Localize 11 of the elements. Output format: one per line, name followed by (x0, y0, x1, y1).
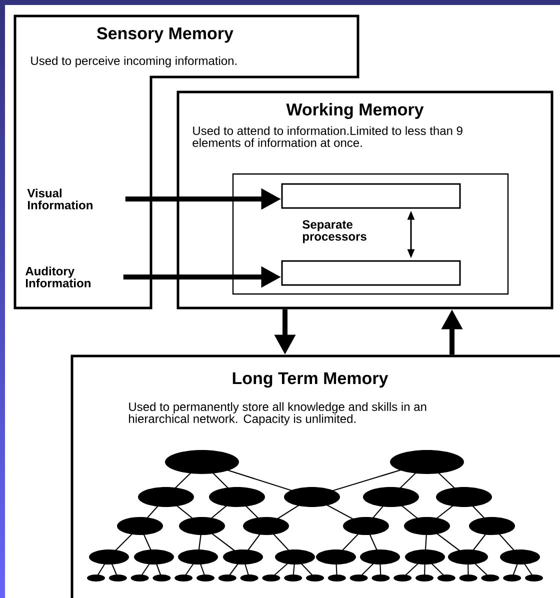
box-description: Used to attend to information.Limited to less than 9 elements of information at once. (192, 126, 462, 148)
box-description: Used to perceive incoming information. (31, 56, 236, 68)
text-label: Visual Information (27, 188, 92, 210)
processor-box (281, 260, 461, 286)
box-heading: Working Memory (286, 103, 424, 119)
text-label: Separate processors (302, 220, 366, 244)
box-description: Used to permanently store all knowledge and skills in an hierarchical network. Capacity is unlimited. (129, 402, 426, 426)
text-label: Auditory Information (26, 266, 90, 288)
box-heading: Sensory Memory (96, 27, 234, 43)
box-heading: Long Term Memory (232, 372, 388, 388)
processor-box (281, 183, 461, 209)
